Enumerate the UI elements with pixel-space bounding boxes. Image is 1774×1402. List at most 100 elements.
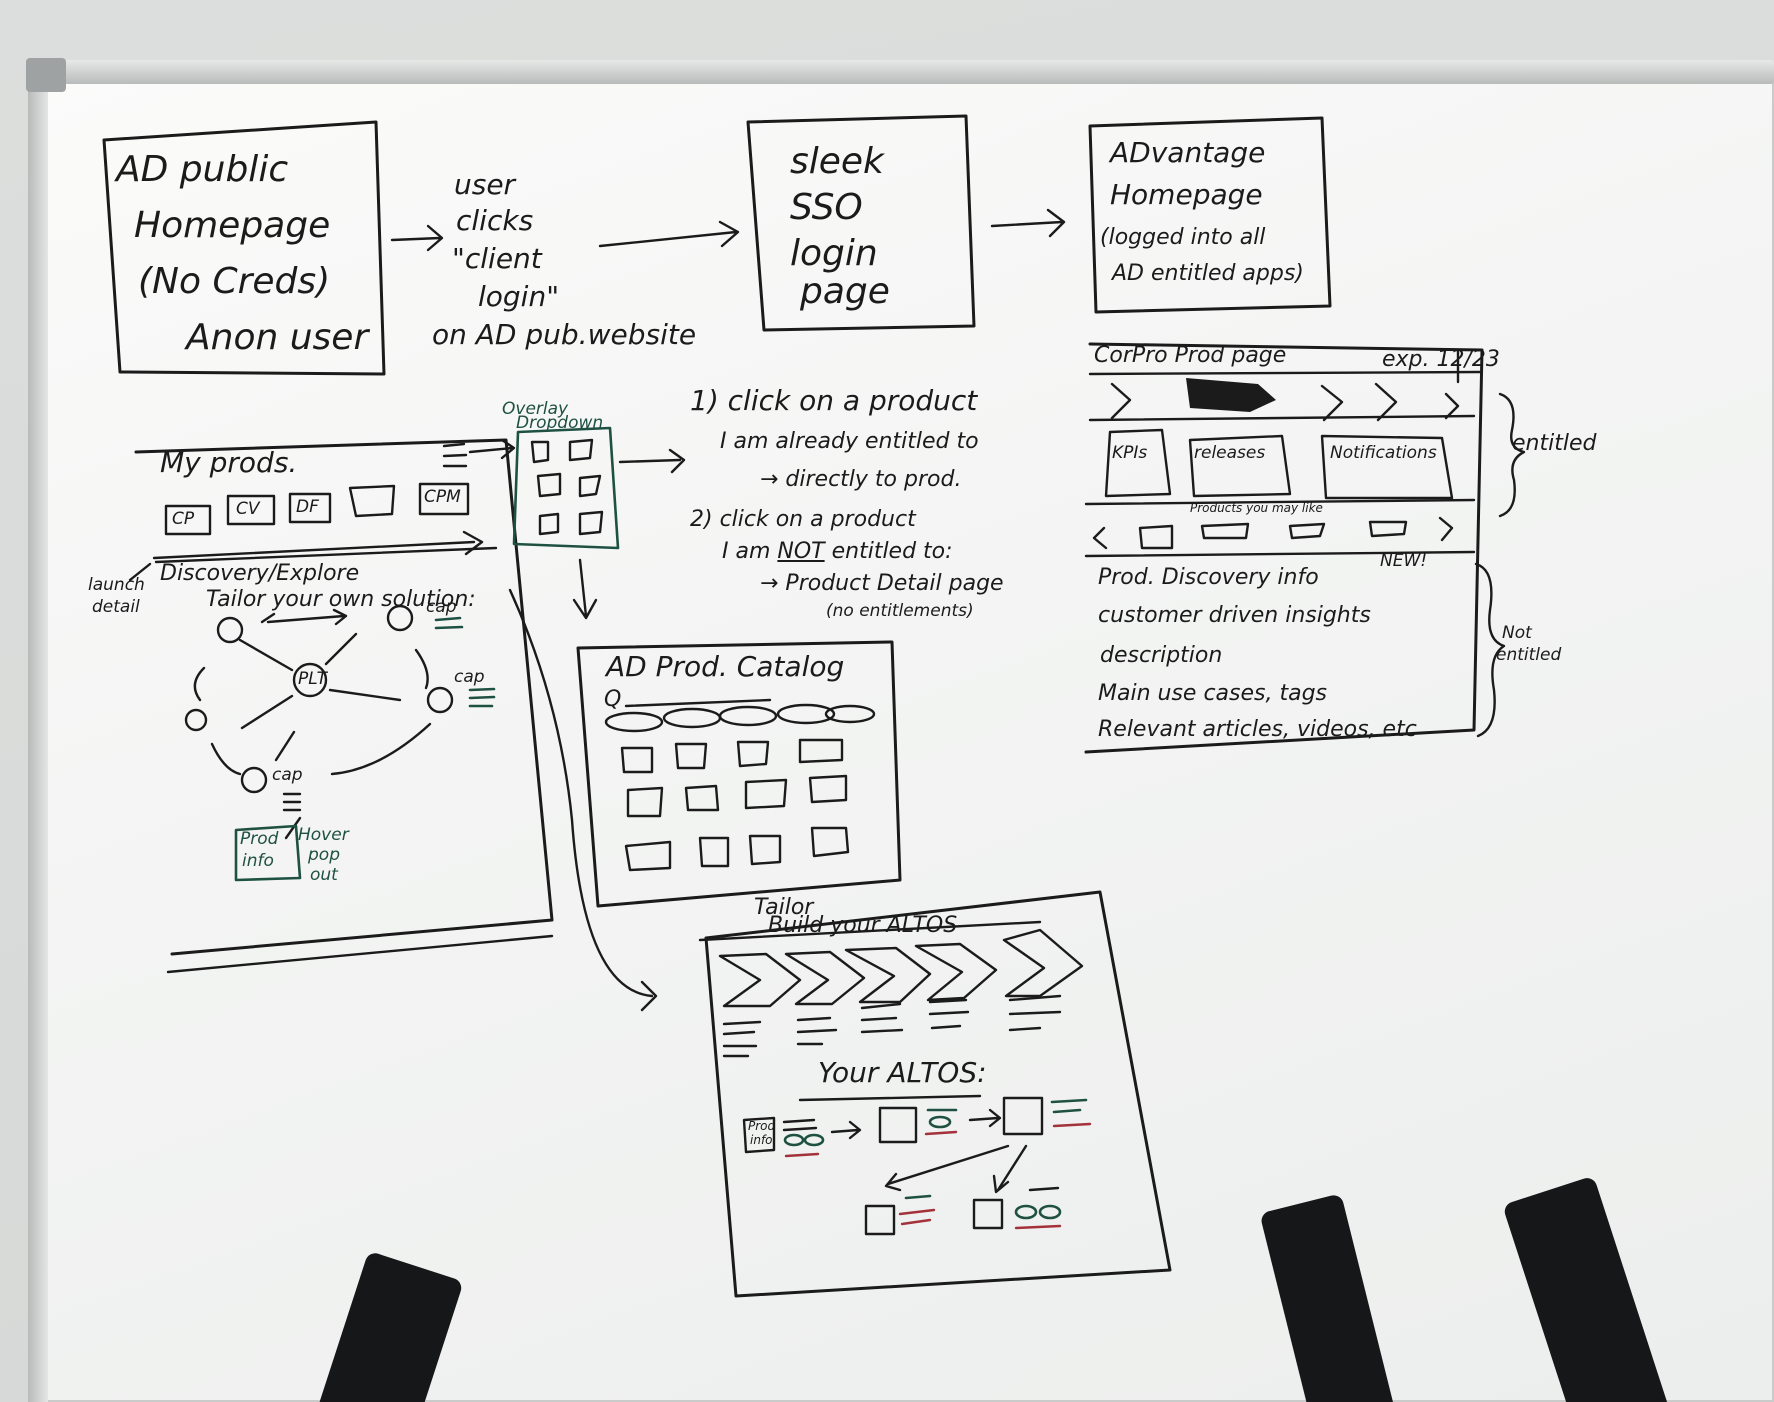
public-homepage-line-2: Homepage (134, 205, 331, 246)
launch-label: launch (88, 575, 145, 595)
altos-prod-info-1: Prod (748, 1119, 776, 1133)
prod-page-active-step (1186, 378, 1276, 412)
tailor-title: Tailor your own solution: (206, 587, 476, 612)
advantage-line-4: AD entitled apps) (1112, 261, 1304, 286)
sso-line-2: SSO (790, 187, 863, 228)
my-prods-footer-line (166, 934, 554, 974)
advantage-line-3: (logged into all (1100, 225, 1266, 250)
note-1-line-3: → directly to prod. (760, 467, 962, 492)
altos-green-line-4 (904, 1194, 932, 1200)
graph-node-top-right (386, 604, 414, 632)
altos-red-line-2 (924, 1130, 958, 1136)
discovery-divider-right (1084, 550, 1476, 558)
note-1-line-1: 1) click on a product (690, 384, 978, 417)
info-line-4: Relevant articles, videos, etc (1098, 717, 1417, 742)
may-like-label: Products you may like (1190, 501, 1323, 515)
entitled-brace (1498, 392, 1526, 518)
your-altos-title: Your ALTOS: (818, 1056, 987, 1089)
altos-tailor: Tailor (754, 895, 814, 920)
prod-info-mini-card (742, 1116, 776, 1154)
note-2-post: entitled to: (824, 539, 953, 564)
long-arrow-to-altos (508, 588, 658, 1012)
altos-step-box-1 (878, 1106, 918, 1144)
releases-label: releases (1194, 443, 1266, 463)
prod-info-card (234, 824, 302, 882)
altos-bubble-3 (928, 1115, 952, 1129)
cap-label-top-right: cap (426, 597, 457, 617)
may-like-divider (1084, 498, 1476, 506)
public-homepage-line-4: Anon user (186, 317, 369, 358)
prod-tile-cv-label: CV (236, 499, 260, 519)
graph-node-left (184, 708, 208, 732)
altos-prod-info-2: info (750, 1133, 773, 1147)
altos-chevrons (718, 928, 1084, 1008)
my-prods-carousel-line (152, 530, 484, 560)
whiteboard-frame-top (28, 60, 1774, 84)
altos-red-lines-4 (898, 1208, 936, 1226)
public-homepage-line-3: (No Creds) (138, 261, 331, 302)
altos-node-lines-1 (782, 1118, 818, 1132)
catalog-filter-pills (604, 703, 876, 733)
prod-page-stepper-line (1088, 414, 1476, 422)
launch-detail-pointer (128, 562, 152, 582)
note-2-line-4: (no entitlements) (826, 601, 974, 621)
discovery-divider (154, 546, 498, 564)
public-homepage-box (102, 120, 386, 376)
altos-title-line (698, 920, 1042, 942)
notifications-card (1320, 434, 1454, 500)
sso-line-3: login (790, 233, 878, 274)
hover-arrow (284, 816, 302, 840)
overlay-tiles (530, 438, 604, 536)
altos-box (704, 890, 1172, 1298)
kpis-card (1104, 428, 1172, 498)
note-2-line-3: → Product Detail page (760, 571, 1004, 596)
catalog-product-grid (620, 738, 850, 872)
not-entitled-line-2: entitled (1496, 645, 1562, 665)
note-2-not: NOT (777, 539, 825, 564)
whiteboard-surface (38, 70, 1774, 1402)
graph-node-right (426, 686, 454, 714)
releases-card (1188, 434, 1292, 498)
cap-label-right: cap (454, 667, 485, 687)
prod-page-exp: exp. 12/23 (1382, 347, 1500, 372)
graph-edges (193, 608, 432, 776)
overlay-arrow-right (618, 448, 686, 474)
kpis-label: KPIs (1112, 443, 1148, 463)
altos-red-line-3 (1052, 1122, 1092, 1128)
cap-lines-right (468, 687, 496, 708)
user-action-line-3: "client (452, 242, 542, 275)
whiteboard-frame-corner (26, 58, 66, 92)
altos-step-box-3 (864, 1204, 896, 1236)
catalog-title: AD Prod. Catalog (606, 650, 845, 683)
may-like-carousel (1092, 516, 1454, 550)
graph-node-top-left (216, 616, 244, 644)
arrow-to-action (390, 224, 444, 252)
altos-step-box-4 (972, 1198, 1004, 1230)
prod-page-title-line (1088, 370, 1482, 376)
catalog-search-line (624, 698, 772, 708)
note-2-line-2: I am NOT entitled to: (722, 539, 953, 564)
altos-arrow-1 (830, 1120, 862, 1140)
cap-label-bottom: cap (272, 765, 303, 785)
advantage-line-2: Homepage (1110, 178, 1263, 211)
altos-stage-lines (722, 994, 1062, 1058)
altos-branch-arrows (884, 1144, 1028, 1194)
sso-line-4: page (800, 271, 890, 312)
note-2-line-1: 2) click on a product (690, 507, 916, 532)
hover-label-2: pop (308, 845, 340, 865)
altos-step-box-2 (1002, 1096, 1044, 1136)
altos-build-title: Build your ALTOS (768, 913, 958, 938)
sso-box (746, 114, 976, 332)
new-badge: NEW! (1380, 551, 1428, 571)
prod-tile-blank (348, 484, 396, 518)
prod-tile-df-label: DF (296, 497, 319, 517)
prod-info-label-1: Prod (240, 829, 279, 849)
altos-bubble-5 (1038, 1204, 1062, 1220)
info-line-2: description (1100, 643, 1223, 668)
hover-label-1: Hover (298, 825, 349, 845)
arrow-to-advantage (990, 208, 1066, 238)
catalog-box (576, 640, 902, 908)
discovery-title: Discovery/Explore (160, 561, 360, 586)
altos-bubble-1 (783, 1133, 805, 1147)
